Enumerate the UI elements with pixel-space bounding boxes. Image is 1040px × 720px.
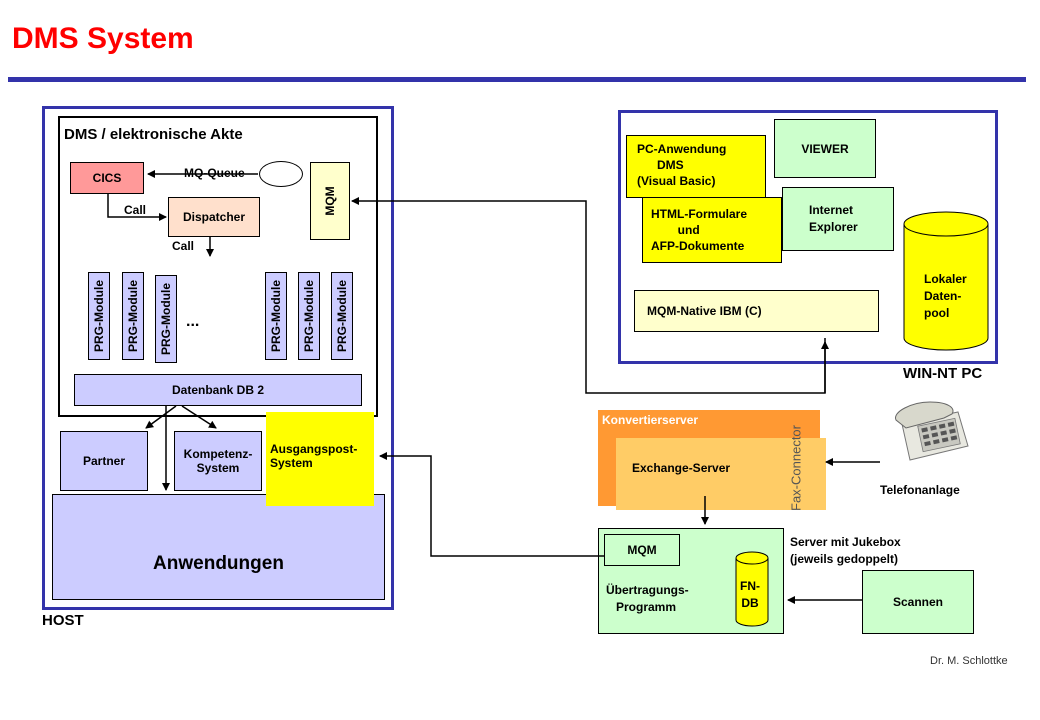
prg-module: PRG-Module — [298, 272, 320, 360]
mqm-vertical-box: MQM — [310, 162, 350, 240]
scannen-box: Scannen — [862, 570, 974, 634]
anwendungen-box: Anwendungen — [52, 494, 385, 600]
viewer-box: VIEWER — [774, 119, 876, 178]
winnt-label: WIN-NT PC — [903, 365, 983, 382]
call-label-2: Call — [172, 239, 195, 253]
mq-queue-label: MQ-Queue — [184, 166, 245, 180]
prg-module: PRG-Module — [122, 272, 144, 360]
ausgangspost-box: Ausgangspost- System — [266, 412, 374, 506]
konvertierserver-label: Konvertierserver — [602, 413, 699, 427]
dms-akte-title: DMS / elektronische Akte — [64, 126, 243, 143]
ellipsis-label: ... — [186, 313, 200, 330]
cics-box: CICS — [70, 162, 144, 194]
prg-module: PRG-Module — [265, 272, 287, 360]
prg-module: PRG-Module — [331, 272, 353, 360]
prg-module: PRG-Module — [88, 272, 110, 360]
kompetenz-system-box: Kompetenz- System — [174, 431, 262, 491]
datenbank-db2-box: Datenbank DB 2 — [74, 374, 362, 406]
host-label: HOST — [42, 612, 84, 629]
prg-module: PRG-Module — [155, 275, 177, 363]
mq-queue-pipe — [259, 161, 303, 187]
partner-box: Partner — [60, 431, 148, 491]
fn-db-label: FN- DB — [740, 579, 760, 610]
telefonanlage-label: Telefonanlage — [880, 483, 960, 497]
fax-connector-label: Fax-Connector — [788, 425, 804, 511]
lokaler-datenpool-label: Lokaler Daten- pool — [924, 272, 967, 320]
html-formulare-box: HTML-Formulare und AFP-Dokumente — [642, 197, 782, 263]
title-rule — [8, 77, 1026, 82]
pc-anwendung-box: PC-Anwendung DMS (Visual Basic) — [626, 135, 766, 198]
page-title: DMS System — [12, 22, 194, 55]
mqm-box: MQM — [604, 534, 680, 566]
internet-explorer-box: Internet Explorer — [782, 187, 894, 251]
jukebox-label: Server mit Jukebox (jeweils gedoppelt) — [790, 535, 901, 566]
author-label: Dr. M. Schlottke — [930, 655, 1008, 667]
anwendungen-label: Anwendungen — [153, 553, 284, 574]
call-label-1: Call — [124, 203, 147, 217]
dispatcher-box: Dispatcher — [168, 197, 260, 237]
mqm-native-box: MQM-Native IBM (C) — [634, 290, 879, 332]
uebertragungs-programm-label: Übertragungs- Programm — [606, 583, 689, 614]
mqm-vertical-label: MQM — [323, 186, 337, 216]
exchange-server-label: Exchange-Server — [632, 461, 731, 475]
fax-connector-box: Fax-Connector — [785, 416, 807, 520]
exchange-server-box — [616, 438, 826, 510]
